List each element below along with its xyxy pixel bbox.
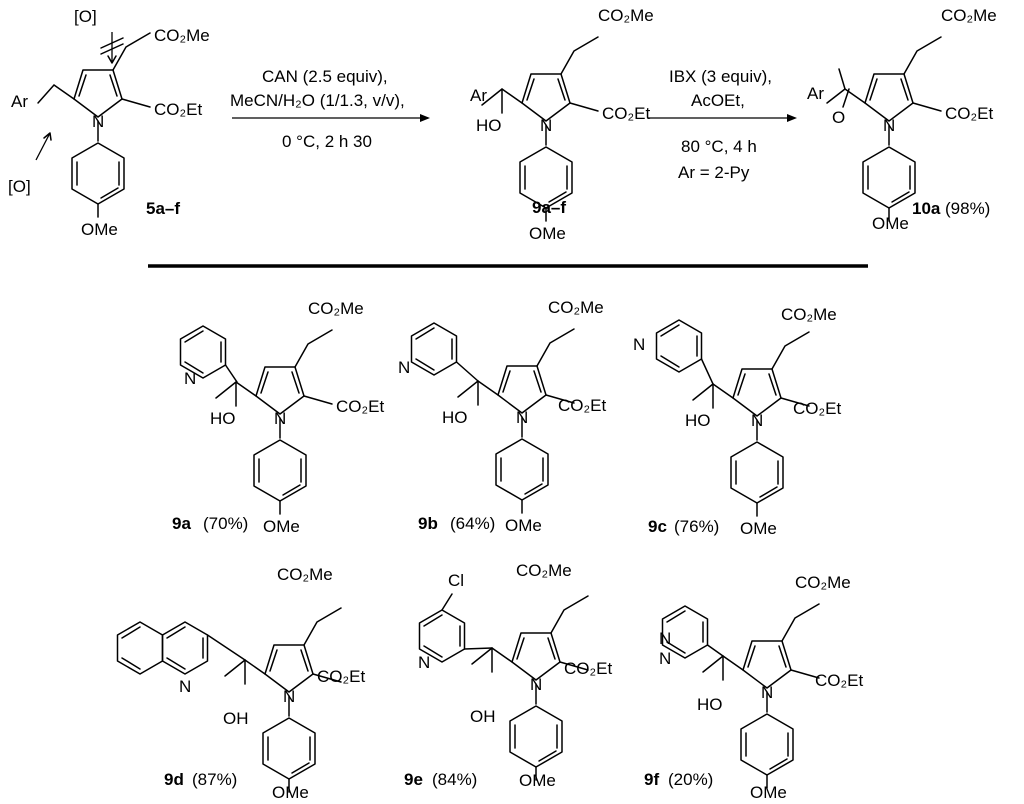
ho-group: HO: [442, 408, 468, 427]
co2me-group: CO₂Me: [598, 6, 654, 25]
n-atom: N: [751, 411, 763, 430]
ho-group: HO: [476, 116, 502, 135]
step2-line1: IBX (3 equiv),: [669, 67, 772, 86]
co2me-group: CO₂Me: [516, 561, 572, 580]
compound-9e: N Cl OH N CO₂Me CO₂Et OMe: [418, 561, 612, 790]
compound-9d: N OH N CO₂Me CO₂Et OMe: [116, 565, 365, 802]
compound-9f: N N HO N CO₂Me CO₂Et OMe: [659, 573, 863, 802]
compound-id-9e: 9e: [404, 770, 423, 789]
ar-group: Ar: [470, 86, 487, 105]
n-atom: N: [184, 369, 196, 388]
compound-yield-9d: (87%): [192, 770, 237, 789]
n-atom: N: [179, 677, 191, 696]
co2me-group: CO₂Me: [308, 299, 364, 318]
oxidation-marker-bottom: [O]: [8, 177, 31, 196]
oh-group: OH: [470, 707, 496, 726]
compound-id-9c: 9c: [648, 517, 667, 536]
step1-line1: CAN (2.5 equiv),: [262, 67, 388, 86]
co2et-group: CO₂Et: [602, 104, 650, 123]
co2et-group: CO₂Et: [154, 100, 202, 119]
ome-group: OMe: [872, 214, 909, 233]
co2me-group: CO₂Me: [154, 26, 210, 45]
co2et-group: CO₂Et: [945, 104, 993, 123]
co2me-group: CO₂Me: [277, 565, 333, 584]
co2et-group: CO₂Et: [564, 659, 612, 678]
label-5a-f: 5a–f: [146, 199, 180, 218]
ome-group: OMe: [529, 224, 566, 243]
oxidation-marker-top: [O]: [74, 7, 97, 26]
compound-id-9f: 9f: [644, 770, 659, 789]
co2me-group: CO₂Me: [941, 6, 997, 25]
label-10a: 10a: [912, 199, 941, 218]
n-atom: N: [659, 629, 671, 648]
co2et-group: CO₂Et: [815, 671, 863, 690]
compound-yield-9a: (70%): [203, 514, 248, 533]
cl-atom: Cl: [448, 571, 464, 590]
n-atom: N: [418, 653, 430, 672]
ho-group: HO: [685, 411, 711, 430]
compound-id-9d: 9d: [164, 770, 184, 789]
co2me-group: CO₂Me: [781, 305, 837, 324]
compound-9c: N HO N CO₂Me CO₂Et OMe: [633, 305, 841, 538]
compound-yield-9f: (20%): [668, 770, 713, 789]
co2et-group: CO₂Et: [336, 397, 384, 416]
step2-line3: 80 °C, 4 h: [681, 137, 757, 156]
step1-line2: MeCN/H₂O (1/1.3, v/v),: [230, 91, 405, 110]
ome-group: OMe: [519, 771, 556, 790]
co2et-group: CO₂Et: [793, 399, 841, 418]
compound-10a: Ar O N CO₂Me CO₂Et OMe: [807, 6, 997, 233]
n-atom: N: [92, 112, 104, 131]
n-atom: N: [516, 408, 528, 427]
ome-group: OMe: [505, 516, 542, 535]
ar-group: Ar: [11, 92, 28, 111]
ome-group: OMe: [750, 783, 787, 802]
ho-group: HO: [210, 409, 236, 428]
oxidation-arrow-bottom: [35, 132, 51, 161]
n-atom: N: [761, 683, 773, 702]
compound-id-9a: 9a: [172, 514, 191, 533]
reaction-arrow-1-head: [420, 114, 430, 122]
ome-group: OMe: [263, 517, 300, 536]
co2me-group: CO₂Me: [795, 573, 851, 592]
n-atom: N: [633, 335, 645, 354]
co2et-group: CO₂Et: [317, 667, 365, 686]
compound-yield-9b: (64%): [450, 514, 495, 533]
compound-9a: N HO N CO₂Me CO₂Et OMe: [179, 299, 384, 536]
yield-10a: (98%): [945, 199, 990, 218]
ome-group: OMe: [272, 783, 309, 802]
compound-id-9b: 9b: [418, 514, 438, 533]
ho-group: HO: [697, 695, 723, 714]
n-atom: N: [398, 358, 410, 377]
o-atom: O: [832, 108, 845, 127]
reaction-arrow-2-head: [787, 114, 797, 122]
step2-line4: Ar = 2-Py: [678, 163, 750, 182]
label-9a-f: 9a–f: [532, 198, 566, 217]
n-atom: N: [274, 409, 286, 428]
ome-group: OMe: [740, 519, 777, 538]
ome-group: OMe: [81, 220, 118, 239]
ar-group: Ar: [807, 84, 824, 103]
compound-9a-f: Ar HO N CO₂Me CO₂Et OMe: [470, 6, 654, 243]
n-atom: N: [659, 649, 671, 668]
oh-group: OH: [223, 709, 249, 728]
n-atom: N: [283, 687, 295, 706]
co2et-group: CO₂Et: [558, 396, 606, 415]
n-atom: N: [883, 116, 895, 135]
step1-line3: 0 °C, 2 h 30: [282, 132, 372, 151]
n-atom: N: [530, 675, 542, 694]
compound-yield-9c: (76%): [674, 517, 719, 536]
compound-yield-9e: (84%): [432, 770, 477, 789]
compound-9b: N HO N CO₂Me CO₂Et OMe: [398, 298, 606, 535]
step2-line2: AcOEt,: [691, 91, 745, 110]
blocked-mark: [100, 37, 124, 55]
compound-5a-f: Ar N CO₂Me CO₂Et OMe: [11, 26, 210, 239]
co2me-group: CO₂Me: [548, 298, 604, 317]
n-atom: N: [540, 116, 552, 135]
